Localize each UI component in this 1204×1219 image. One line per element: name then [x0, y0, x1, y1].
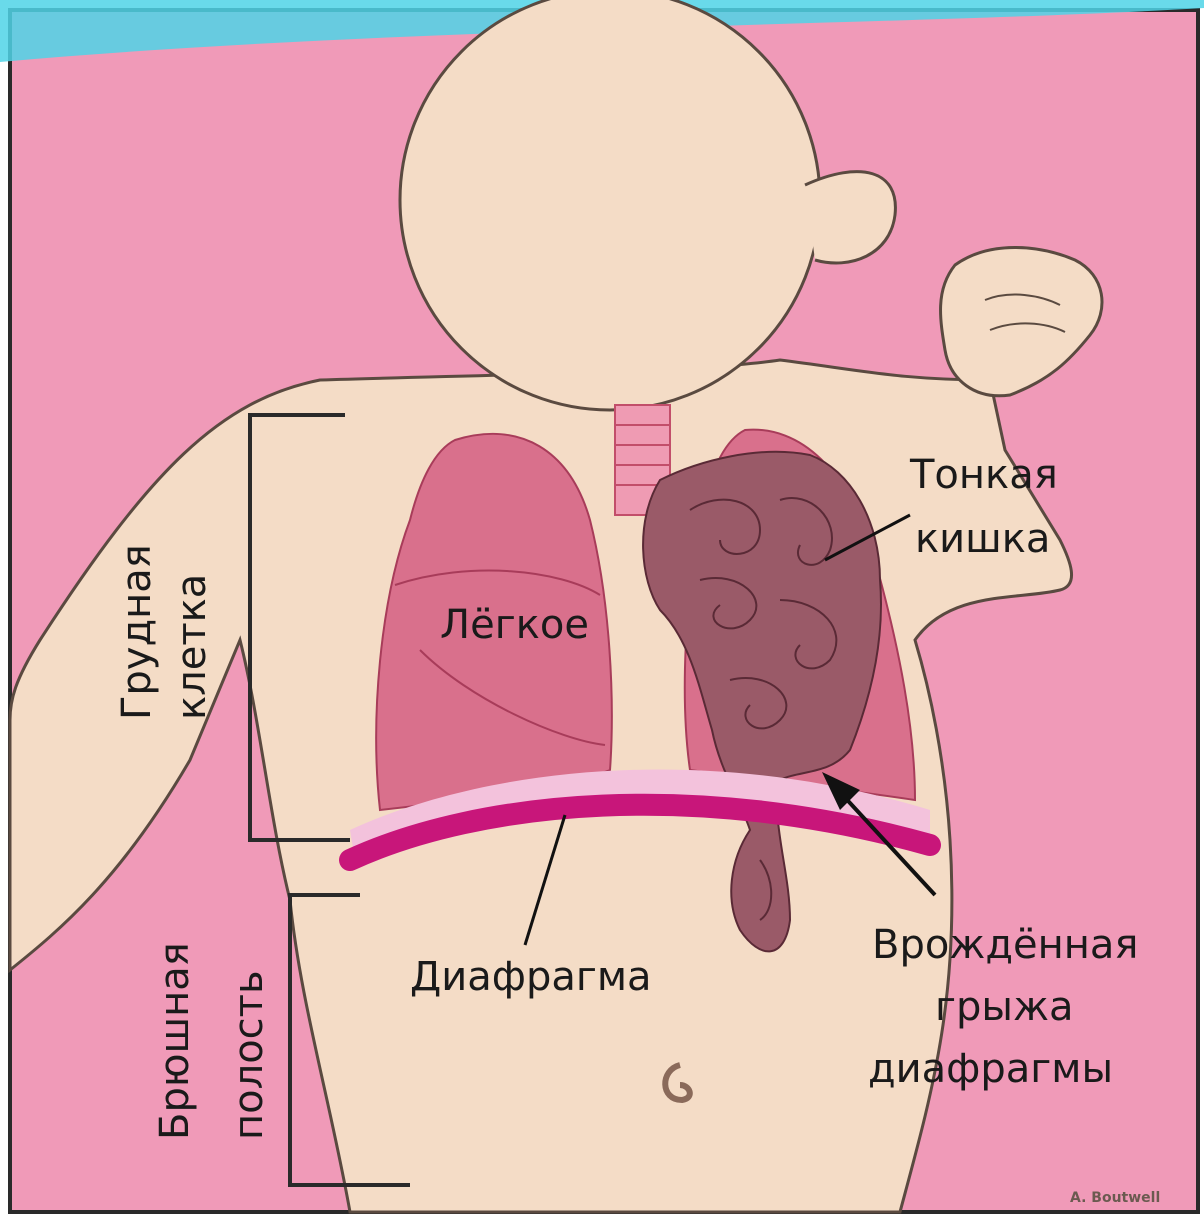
intestine-label-line1: Тонкая: [909, 452, 1058, 498]
abdomen-label-line2: полость: [226, 970, 272, 1140]
hernia-label-line2: грыжа: [935, 984, 1074, 1030]
lung-label: Лёгкое: [440, 602, 589, 648]
hernia-label-line3: диафрагмы: [868, 1046, 1113, 1092]
baby-head: [400, 0, 820, 410]
artist-signature: A. Boutwell: [1070, 1190, 1160, 1206]
abdomen-label-line1: Брюшная: [152, 942, 198, 1140]
intestine-label-line2: кишка: [915, 516, 1050, 562]
chest-label-line2: клетка: [169, 574, 215, 720]
diaphragm-label: Диафрагма: [410, 954, 652, 1000]
hernia-label-line1: Врождённая: [872, 922, 1138, 968]
chest-label-line1: Грудная: [114, 544, 160, 720]
